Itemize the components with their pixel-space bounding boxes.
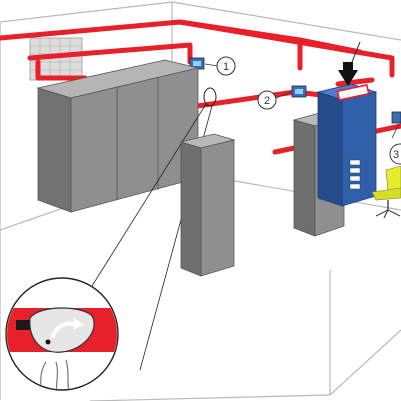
callout-1-label: 1: [223, 61, 229, 73]
alarm-panel-icon: [316, 83, 378, 207]
air-sampling-detail-icon: [5, 277, 119, 391]
callout-1: 1: [204, 56, 236, 76]
office-chair-icon: [371, 165, 401, 219]
column-cabinet: [179, 133, 236, 277]
callout-2: 2: [257, 90, 292, 110]
server-cabinet-row: [36, 59, 199, 213]
arrow-down-icon: [338, 41, 361, 86]
callout-3-label: 3: [393, 149, 399, 161]
callout-2-label: 2: [264, 95, 270, 107]
detector-2-icon: [291, 85, 307, 98]
callout-3: 3: [389, 123, 401, 165]
detector-3-icon: [391, 111, 401, 124]
